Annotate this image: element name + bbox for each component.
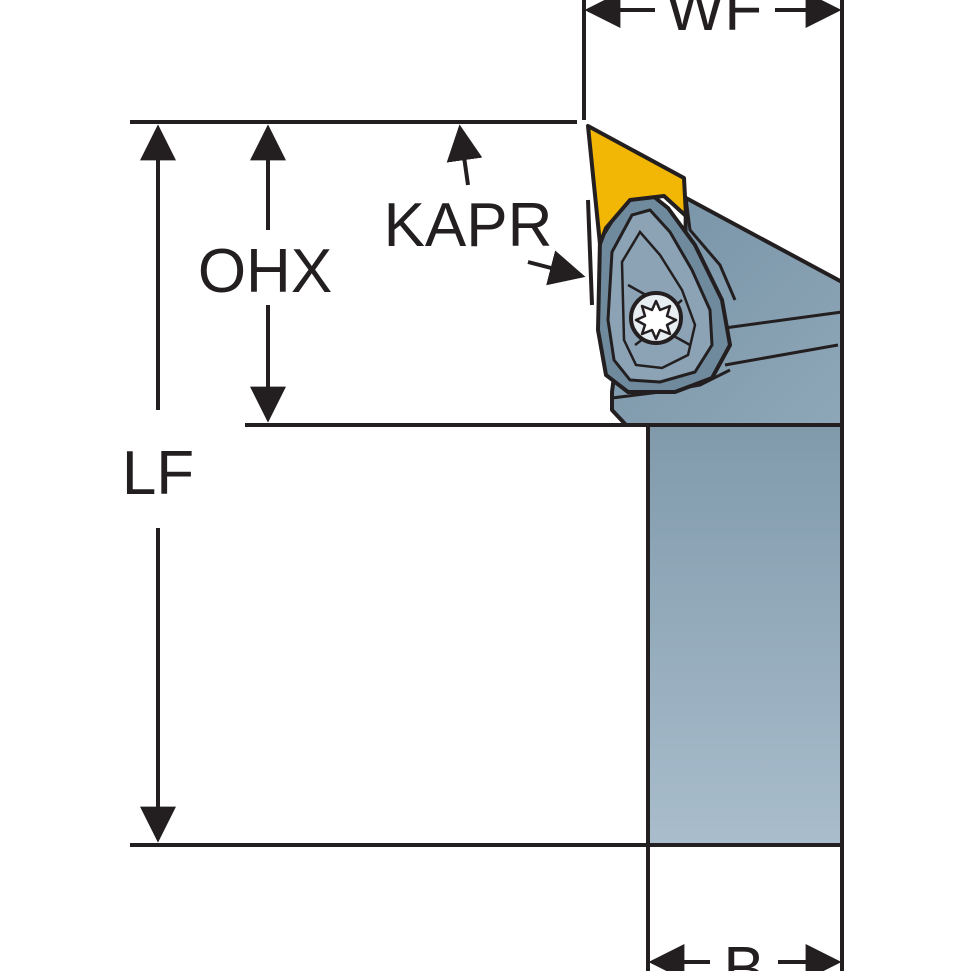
tool-holder [586, 124, 844, 847]
head-facet-line [724, 343, 839, 367]
dimension-lines [130, 0, 844, 971]
kapr-arrow-upper [446, 124, 483, 186]
torx-screw-icon [629, 291, 683, 345]
head-facet-line [709, 310, 843, 332]
lf-label: LF [122, 439, 194, 508]
kapr-arrow-lower [527, 250, 586, 286]
wf-label: WF [666, 0, 762, 44]
b-label: B [723, 935, 764, 971]
ohx-label: OHX [198, 237, 332, 306]
kapr-leader [586, 199, 594, 306]
shank [646, 423, 844, 847]
cutting-insert [586, 124, 688, 246]
insert-seat-detail [620, 229, 697, 370]
kapr-label: KAPR [384, 191, 553, 260]
dimension-labels: WF KAPR OHX LF B [122, 0, 765, 971]
head-facet-line [684, 197, 737, 301]
